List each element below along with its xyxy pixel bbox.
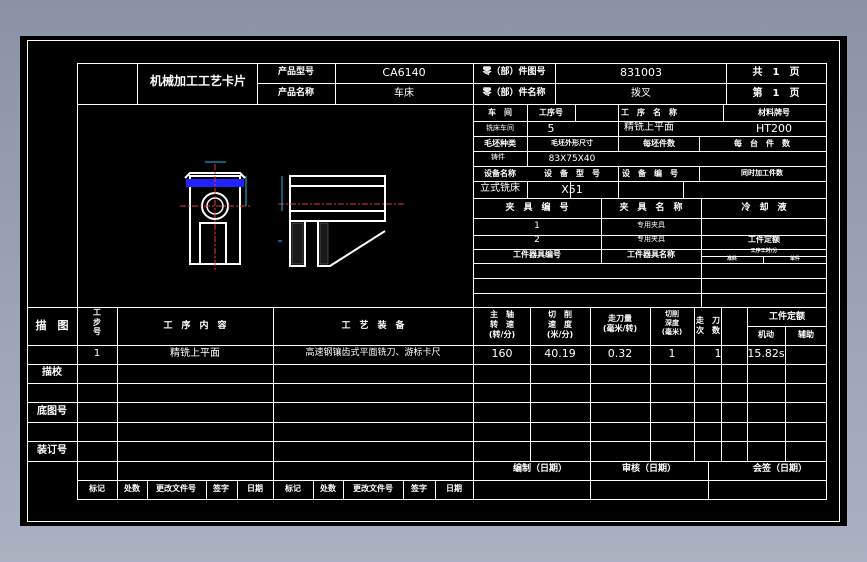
blank-size-value: 83X75X40 [548, 154, 596, 164]
concurrent-label: 同时加工件数 [741, 169, 783, 177]
product-name-value: 车床 [394, 88, 414, 99]
row-step: 1 [93, 348, 101, 359]
binding-no-label: 装订号 [37, 445, 67, 456]
op-name-label: 工 序 名 称 [621, 108, 677, 117]
product-name-label: 产品名称 [277, 88, 315, 98]
row-passes: 1 [714, 347, 722, 360]
row-depth: 1 [668, 347, 676, 360]
part-name-value: 拨叉 [631, 88, 651, 99]
workshop-label: 车 间 [488, 108, 512, 117]
fixture-no-label: 夹 具 编 号 [505, 203, 569, 213]
sig-date-2: 日期 [446, 484, 462, 493]
equip-no-label: 设 备 编 号 [622, 169, 678, 178]
content-label: 工 序 内 容 [163, 321, 227, 331]
op-no-label: 工序号 [539, 108, 563, 117]
base-drawing-no-label: 底图号 [37, 406, 67, 417]
quota-label: 工件定额 [768, 312, 806, 322]
feed-label: 走刀量 (毫米/转) [602, 314, 638, 334]
per-unit-label: 每 台 件 数 [734, 139, 790, 148]
fixture-no-2: 2 [534, 235, 540, 245]
row-machine-time: 15.82s [747, 347, 785, 360]
step-label: 工步号 [93, 308, 101, 337]
aux-time-label: 辅助 [798, 330, 814, 339]
sig-mark-2: 标记 [285, 484, 301, 493]
table-grid [27, 40, 840, 522]
reviewed-label: 审核（日期） [621, 464, 677, 474]
sig-date-1: 日期 [247, 484, 263, 493]
sig-count-1: 处数 [124, 484, 140, 493]
product-model-label: 产品型号 [277, 67, 315, 77]
passes-label: 走 刀 次 数 [696, 316, 720, 336]
op-no-value: 5 [547, 122, 555, 135]
equip-name-value: 立式铣床 [480, 183, 520, 194]
blank-size-label: 毛坯外形尺寸 [551, 139, 593, 147]
part-number-value: 831003 [620, 66, 662, 79]
op-name-value: 精铣上平面 [624, 122, 674, 133]
page-number: 第 1 页 [752, 88, 800, 99]
workshop-value: 铣床车间 [486, 124, 514, 132]
prepared-label: 编制（日期） [512, 464, 568, 474]
part-number-label: 零（部）件图号 [482, 67, 546, 77]
blank-count-label: 每坯件数 [643, 139, 675, 148]
fixture-no-1: 1 [534, 221, 540, 231]
equip-model-value: X51 [561, 183, 583, 196]
material-value: HT200 [756, 122, 792, 135]
equipment-label: 工 艺 装 备 [341, 321, 405, 331]
row-feed: 0.32 [607, 347, 633, 360]
tool-name-label: 工件器具名称 [627, 250, 675, 259]
sig-docno-2: 更改文件号 [353, 484, 393, 493]
time-quota-label: 工件定额 [748, 235, 780, 244]
sig-sign-2: 签字 [411, 484, 427, 493]
material-label: 材料牌号 [758, 108, 790, 117]
product-model-value: CA6140 [382, 66, 426, 79]
row-equipment: 高速钢镶齿式平面铣刀、游标卡尺 [305, 348, 441, 358]
machine-time-label: 机动 [758, 330, 774, 339]
fixture-name-1: 专用夹具 [637, 221, 665, 229]
tool-no-label: 工件器具编号 [513, 250, 561, 259]
time-quota-sub: 工序工时/分 [750, 248, 778, 254]
fixture-name-label: 夹 具 名 称 [619, 203, 683, 213]
part-front-view [180, 161, 250, 272]
row-cut-speed: 40.19 [544, 347, 576, 360]
prep-label: 准终 [726, 256, 738, 262]
fixture-name-2: 专用夹具 [637, 235, 665, 243]
drawing-canvas: 机械加工工艺卡片 产品型号 CA6140 产品名称 车床 零（部）件图号 831… [20, 36, 847, 526]
equip-model-label: 设 备 型 号 [544, 169, 600, 178]
sig-docno-1: 更改文件号 [156, 484, 196, 493]
equip-name-label: 设备名称 [484, 169, 516, 178]
part-side-view [278, 175, 405, 267]
countersigned-label: 会签（日期） [752, 464, 808, 474]
depth-label: 切削 深度 (毫米) [661, 310, 683, 337]
sketch-label: 描 图 [35, 319, 69, 332]
blank-type-value: 铸件 [491, 153, 505, 161]
unit-label: 单件 [789, 256, 801, 262]
part-name-label: 零（部）件名称 [482, 88, 546, 98]
blank-type-label: 毛坯种类 [484, 139, 516, 148]
spindle-speed-label: 主 轴 转 速 (转/分) [488, 310, 516, 339]
coolant-label: 冷 却 液 [741, 203, 787, 213]
card-title: 机械加工工艺卡片 [149, 74, 247, 88]
sig-sign-1: 签字 [213, 484, 229, 493]
row-content: 精铣上平面 [170, 348, 220, 359]
cut-speed-label: 切 削 速 度 (米/分) [546, 310, 574, 339]
row-spindle: 160 [491, 347, 513, 360]
sig-mark-1: 标记 [89, 484, 105, 493]
sig-count-2: 处数 [320, 484, 336, 493]
total-pages: 共 1 页 [752, 67, 800, 78]
trace-check-label: 描校 [42, 367, 62, 378]
